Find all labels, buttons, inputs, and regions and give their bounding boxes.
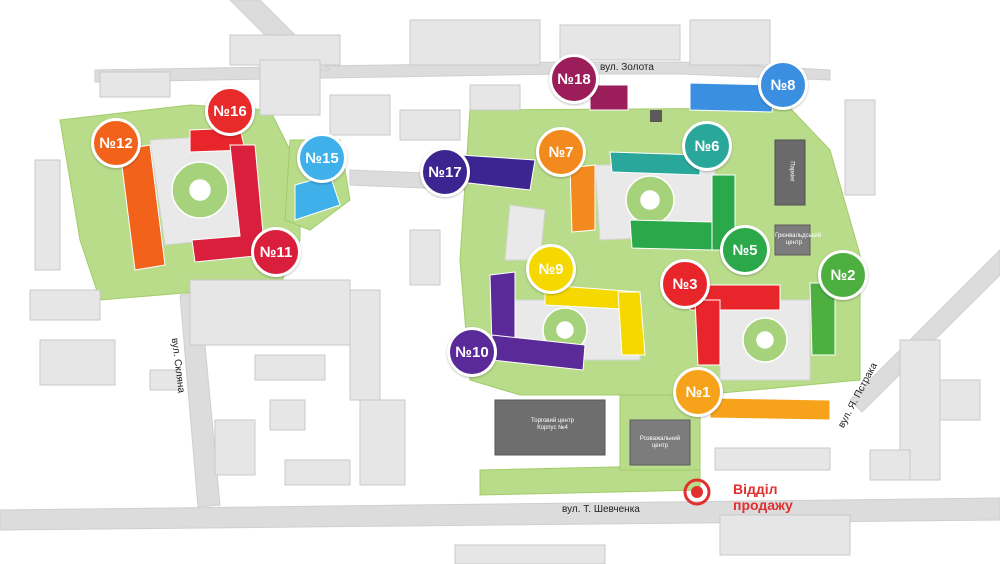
parking-label: Паркінг [788,161,795,182]
sales-line1: Відділ [733,481,778,497]
marker-building-10[interactable]: №10 [447,327,497,377]
parking-building [774,139,806,206]
building-8 [689,82,776,113]
marker-building-17[interactable]: №17 [420,147,470,197]
marker-building-2[interactable]: №2 [818,250,868,300]
marker-building-3[interactable]: №3 [660,259,710,309]
grunwald-building [774,224,811,256]
street-label-shevchenka: вул. Т. Шевченка [562,504,640,515]
marker-building-6[interactable]: №6 [682,121,732,171]
sales-office-label: Відділ продажу [733,481,793,513]
building-9b [617,291,646,356]
garden-patterns [171,161,788,363]
entertainment-label: Розважальний центр [639,436,681,449]
grunwald-label: Грюнвальдський центр [775,233,822,246]
sales-point-icon [683,478,711,506]
building-5b [629,219,713,251]
sales-line2: продажу [733,497,793,513]
building-7 [569,164,596,233]
marker-building-12[interactable]: №12 [91,118,141,168]
surrounding-buildings [29,19,981,564]
building-6 [609,151,701,176]
building-18 [589,84,629,111]
marker-building-11[interactable]: №11 [251,227,301,277]
marker-building-18[interactable]: №18 [549,54,599,104]
entertainment-building [629,419,691,466]
marker-building-8[interactable]: №8 [758,60,808,110]
building-1 [709,397,831,421]
mall-building [494,399,606,456]
marker-building-15[interactable]: №15 [297,133,347,183]
building-3b [694,299,721,366]
marker-building-5[interactable]: №5 [720,225,770,275]
marker-building-9[interactable]: №9 [526,244,576,294]
mall-label: Торговий центр Корпус №4 [531,418,574,431]
marker-building-7[interactable]: №7 [536,127,586,177]
building-11 [191,144,266,263]
marker-building-16[interactable]: №16 [205,86,255,136]
residential-buildings [119,82,836,421]
street-label-zolota: вул. Золота [600,62,654,73]
marker-building-1[interactable]: №1 [673,367,723,417]
small-dark-building [650,110,662,122]
